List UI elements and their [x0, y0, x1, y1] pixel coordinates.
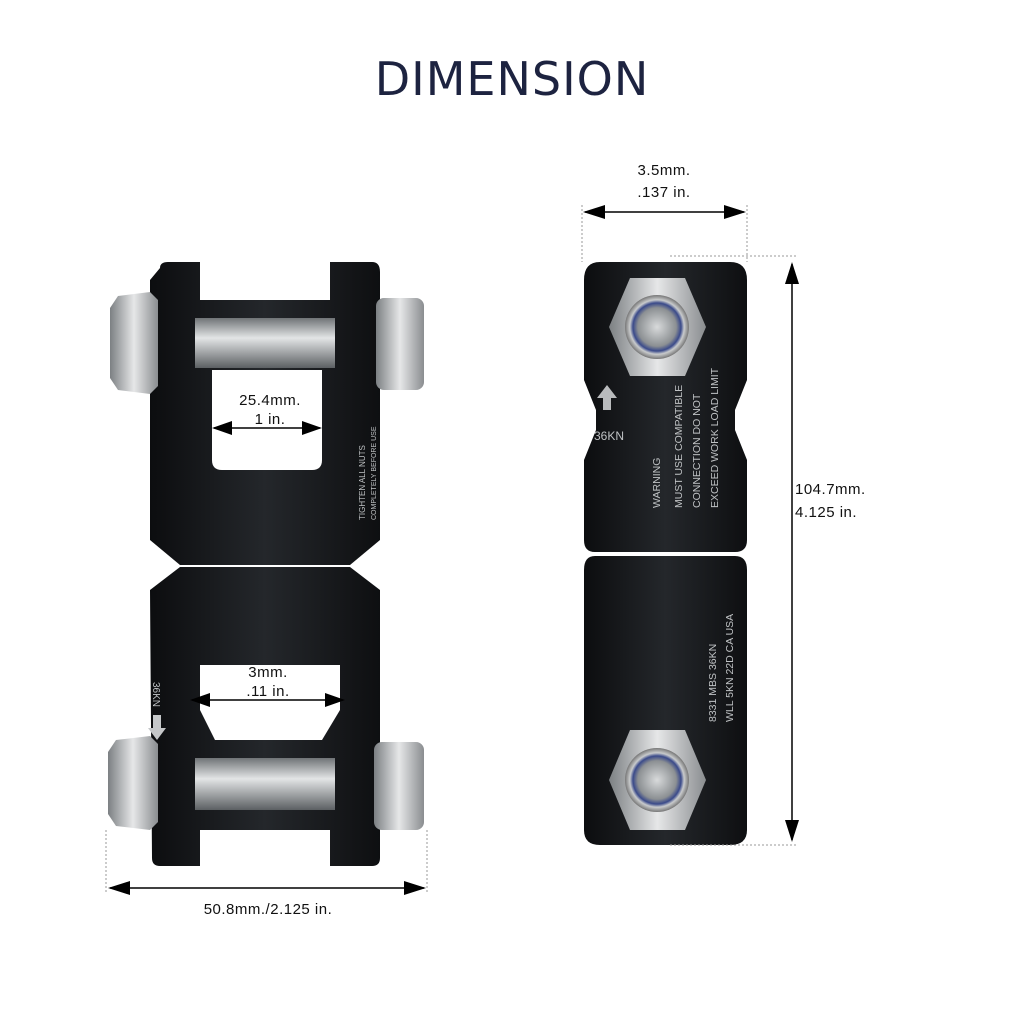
thickness-in: .137 in.: [637, 184, 691, 201]
etched-spec-line-1: 8331 MBS 36KN: [707, 644, 719, 722]
etched-36kn-label: 36KN: [150, 682, 161, 707]
upper-nut: [110, 292, 158, 394]
extension-lines: [105, 205, 798, 892]
etched-rating: 36KN: [594, 429, 624, 443]
overall-width-label: 50.8mm./2.125 in.: [203, 901, 333, 918]
down-arrow-icon: [148, 715, 166, 740]
etched-completely-label: COMPLETELY BEFORE USE: [371, 426, 378, 520]
lower-bolt-end: [625, 748, 689, 812]
etched-spec-line-2: WLL 5KN 22D CA USA: [724, 614, 736, 722]
etched-warning-line-3: CONNECTION DO NOT: [691, 393, 703, 508]
length-mm: 104.7mm.: [795, 481, 866, 498]
swivel-side-view: 36KN WARNING MUST USE COMPATIBLE CONNECT…: [584, 262, 747, 845]
length-in: 4.125 in.: [795, 504, 858, 521]
lower-bolt-head: [374, 742, 424, 830]
page-title: DIMENSION: [374, 52, 650, 106]
upper-pin: [195, 318, 335, 368]
inner-width-in: 1 in.: [254, 411, 286, 428]
etched-warning-line-4: EXCEED WORK LOAD LIMIT: [709, 367, 721, 508]
upper-slot: [212, 370, 322, 470]
lower-nut: [108, 736, 158, 830]
inner-width-mm: 25.4mm.: [239, 392, 301, 409]
swivel-front-view: TIGHTEN ALL NUTS COMPLETELY BEFORE USE 3…: [108, 262, 424, 866]
upper-bolt-end: [625, 295, 689, 359]
lower-gap-mm: 3mm.: [248, 664, 288, 681]
lower-slot: [200, 665, 340, 740]
upper-bolt-head: [376, 298, 424, 390]
lower-gap-in: .11 in.: [246, 683, 290, 700]
etched-warning-line-1: WARNING: [651, 458, 663, 508]
thickness-mm: 3.5mm.: [637, 162, 691, 179]
lower-pin: [195, 758, 335, 810]
etched-tighten-label: TIGHTEN ALL NUTS: [358, 445, 367, 520]
etched-warning-line-2: MUST USE COMPATIBLE: [673, 385, 685, 508]
dimension-lines: [108, 205, 799, 895]
up-arrow-icon: [597, 385, 617, 410]
